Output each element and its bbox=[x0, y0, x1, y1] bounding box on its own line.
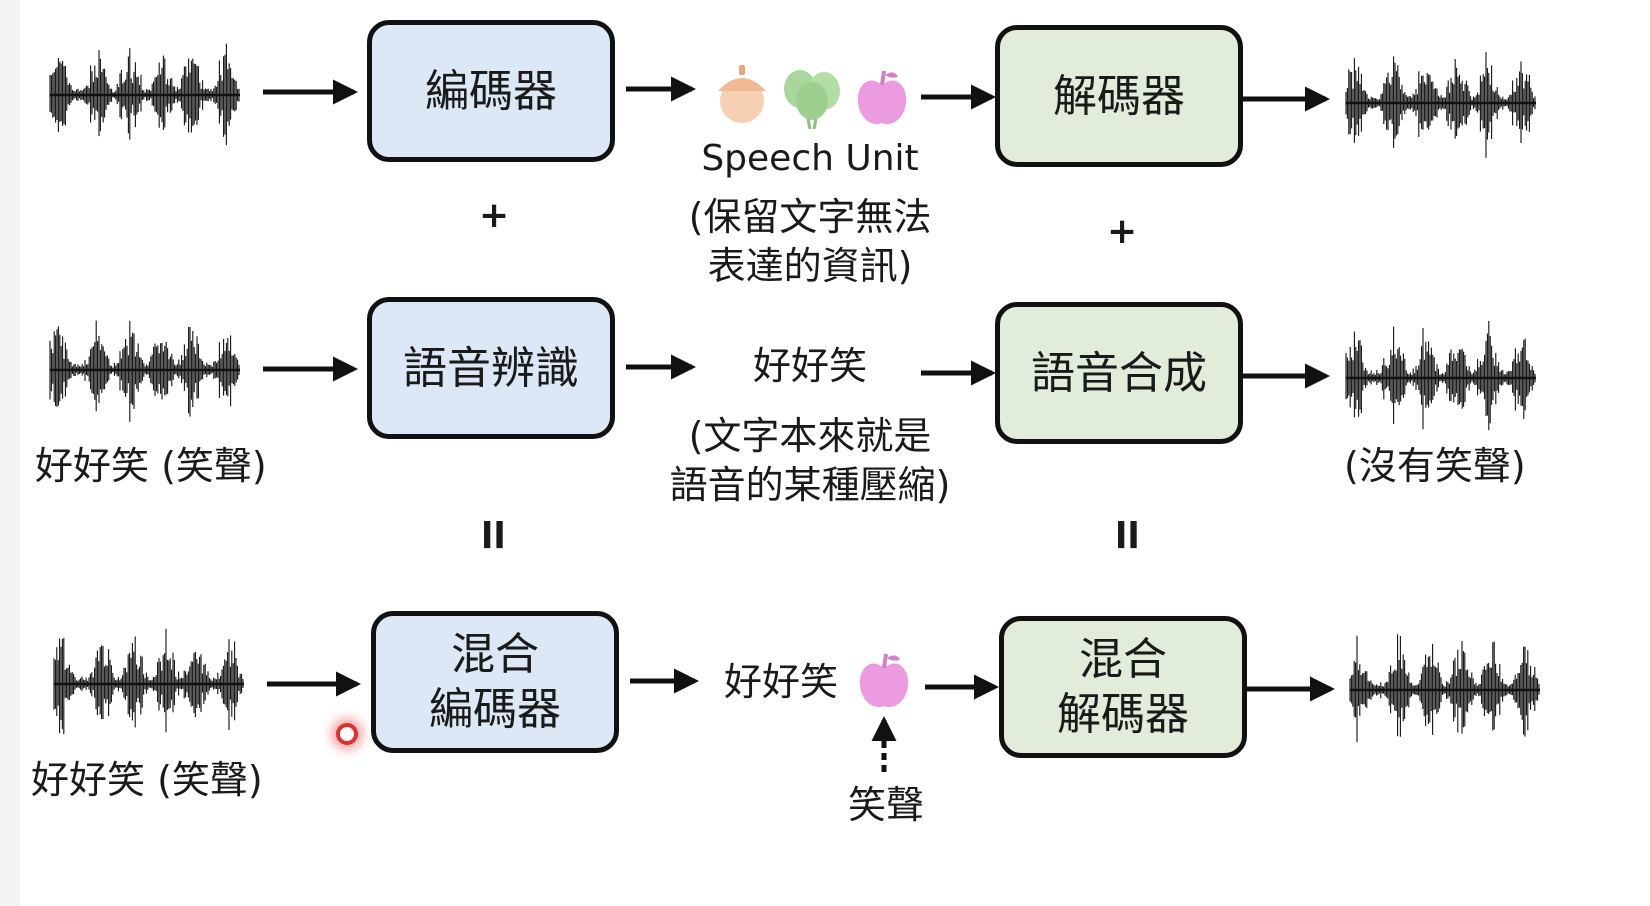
asr-output-text: 好好笑 bbox=[752, 344, 867, 388]
encoder-box: 編碼器 bbox=[367, 20, 615, 162]
speech-unit-note-line-1: (保留文字無法 bbox=[688, 195, 932, 239]
text-note: (文字本來就是 語音的某種壓縮) bbox=[650, 412, 970, 511]
input-caption-row3: 好好笑 (笑聲) bbox=[31, 758, 263, 802]
mixed-decoder-label-line-1: 混合 bbox=[1079, 634, 1167, 685]
decoder-box: 解碼器 bbox=[995, 25, 1243, 167]
input-waveform-2 bbox=[49, 320, 240, 422]
plus-sign-left: + bbox=[479, 195, 510, 236]
output-waveform-1 bbox=[1345, 52, 1536, 158]
left-edge-strip bbox=[0, 0, 20, 906]
plus-sign-right: + bbox=[1107, 211, 1138, 252]
input-waveform-1 bbox=[49, 43, 240, 146]
output-waveform-3 bbox=[1349, 634, 1540, 743]
input-waveform-3 bbox=[53, 628, 244, 735]
input-caption-row2: 好好笑 (笑聲) bbox=[35, 444, 267, 488]
tts-box: 語音合成 bbox=[995, 302, 1243, 444]
equals-sign-right: ll bbox=[1115, 516, 1140, 557]
apple-icon bbox=[857, 70, 907, 125]
asr-label: 語音辨識 bbox=[403, 342, 579, 394]
laughter-unit-apple-icon bbox=[859, 653, 909, 708]
mixed-encoder-label-line-2: 編碼器 bbox=[429, 684, 561, 735]
mixed-encoder-output-text: 好好笑 bbox=[724, 660, 839, 704]
equals-sign-left: ll bbox=[481, 516, 506, 557]
encoder-label: 編碼器 bbox=[425, 65, 557, 117]
tts-label: 語音合成 bbox=[1031, 347, 1207, 399]
mixed-decoder-box: 混合 解碼器 bbox=[999, 616, 1247, 758]
mixed-encoder-label-line-1: 混合 bbox=[451, 629, 539, 680]
speech-unit-note: (保留文字無法 表達的資訊) bbox=[650, 193, 970, 292]
asr-box: 語音辨識 bbox=[367, 297, 615, 439]
speech-unit-note-line-2: 表達的資訊) bbox=[707, 244, 913, 289]
text-note-line-1: (文字本來就是 bbox=[688, 414, 932, 458]
decoder-label: 解碼器 bbox=[1053, 70, 1185, 122]
acorn-icon bbox=[718, 65, 766, 123]
mixed-decoder-label-line-2: 解碼器 bbox=[1057, 689, 1189, 740]
laughter-caption: 笑聲 bbox=[848, 783, 925, 827]
output-waveform-2 bbox=[1345, 320, 1536, 431]
speech-unit-label: Speech Unit bbox=[701, 138, 919, 179]
text-note-line-2: 語音的某種壓縮) bbox=[669, 463, 951, 508]
balloons-icon bbox=[784, 70, 840, 130]
mixed-encoder-box: 混合 編碼器 bbox=[371, 611, 619, 753]
output-caption-row2: (沒有笑聲) bbox=[1344, 444, 1526, 488]
laser-pointer-dot bbox=[336, 723, 358, 745]
